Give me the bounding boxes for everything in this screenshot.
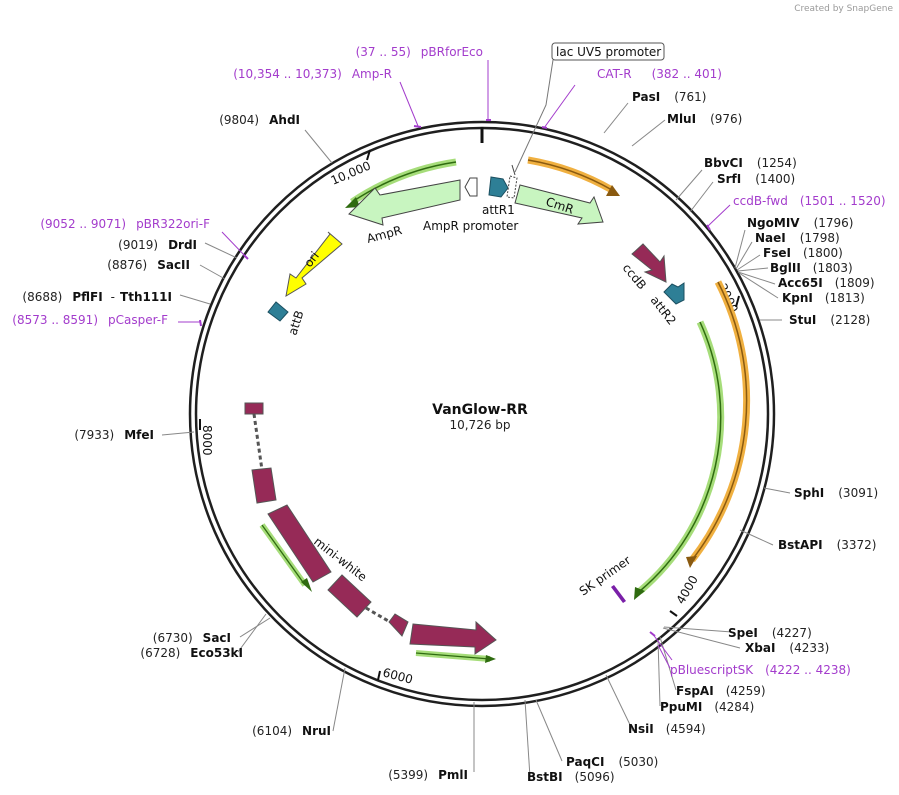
site-bstapi: BstAPI(3372) xyxy=(778,538,876,552)
site-lines xyxy=(161,102,791,778)
feature-attb: attB xyxy=(267,301,307,337)
feature-cmr: CmR xyxy=(514,184,604,225)
site-fsei: FseI(1800) xyxy=(763,246,843,260)
site-kpni: KpnI(1813) xyxy=(782,291,865,305)
site-acc65i: Acc65I(1809) xyxy=(778,276,875,290)
feature-label-lac-promoter: lac UV5 promoter xyxy=(556,45,661,59)
plasmid-name: VanGlow-RR xyxy=(432,402,528,418)
feature-ori: ori xyxy=(285,231,343,297)
primer-markers xyxy=(178,60,731,661)
feature-label-attb: attB xyxy=(286,309,307,337)
primer-pbr322ori-f: (9052 .. 9071)pBR322ori-F xyxy=(40,217,210,231)
tick-8000: 8000 xyxy=(199,419,214,456)
feature-ccdb: ccdB xyxy=(620,243,667,292)
feature-label-attr1: attR1 xyxy=(482,203,515,217)
snapgene-credit: Created by SnapGene xyxy=(794,4,893,14)
primer-labels: (37 .. 55)pBRforEco (10,354 .. 10,373)Am… xyxy=(12,45,885,677)
feature-ampr-promoter: AmpR promoter xyxy=(423,177,518,233)
site-sacii: (8876)SacII xyxy=(107,258,190,272)
feature-sk-primer: SK primer xyxy=(577,553,634,603)
feature-lac-promoter: lac UV5 promoter xyxy=(511,42,665,176)
site-bglii: BglII(1803) xyxy=(770,261,853,275)
feature-label-ampr-promoter: AmpR promoter xyxy=(423,219,518,233)
backbone xyxy=(188,120,776,708)
feature-label-sk-primer: SK primer xyxy=(577,553,634,598)
feature-attr1: attR1 xyxy=(482,175,518,217)
site-srfi: SrfI(1400) xyxy=(717,172,795,186)
site-spei: SpeI(4227) xyxy=(728,626,812,640)
primer-pcasper-f: (8573 .. 8591)pCasper-F xyxy=(12,313,168,327)
primer-amp-r: (10,354 .. 10,373)Amp-R xyxy=(233,67,392,81)
plasmid-size: 10,726 bp xyxy=(449,418,510,432)
site-drdi: (9019)DrdI xyxy=(118,238,197,252)
site-ppumi: PpuMI(4284) xyxy=(660,700,754,714)
site-labels: PasI(761) MluI(976) BbvCI(1254) SrfI(140… xyxy=(22,90,878,784)
site-pflfi-tth111i: (8688)PflFI-Tth111I xyxy=(22,290,172,304)
site-xbai: XbaI(4233) xyxy=(745,641,829,655)
feature-label-ampr: AmpR xyxy=(365,223,403,246)
site-bstbi: BstBI(5096) xyxy=(527,770,615,784)
tick-4000: 4000 xyxy=(669,573,701,617)
site-sphi: SphI(3091) xyxy=(794,486,878,500)
site-mlui: MluI(976) xyxy=(667,112,742,126)
site-ngomiv: NgoMIV(1796) xyxy=(747,216,853,230)
primer-pbluescriptsk: pBluescriptSK(4222 .. 4238) xyxy=(670,663,851,677)
site-fspai: FspAI(4259) xyxy=(676,684,766,698)
site-paqci: PaqCI(5030) xyxy=(566,755,658,769)
site-nsii: NsiI(4594) xyxy=(628,722,706,736)
site-ahdi: (9804)AhdI xyxy=(219,113,300,127)
site-pmli: (5399)PmlI xyxy=(388,768,468,782)
feature-label-ccdb: ccdB xyxy=(620,261,649,292)
site-bbvci: BbvCI(1254) xyxy=(704,156,797,170)
orf-ampr xyxy=(345,158,457,208)
site-pasi: PasI(761) xyxy=(632,90,706,104)
orf-right xyxy=(634,280,751,600)
site-eco53ki: (6728)Eco53kI xyxy=(140,646,243,660)
orf-mini-white xyxy=(259,523,496,663)
primer-pbrforeco: (37 .. 55)pBRforEco xyxy=(356,45,483,59)
primer-cat-r: CAT-R(382 .. 401) xyxy=(597,67,722,81)
site-stui: StuI(2128) xyxy=(789,313,870,327)
tick-label-8000: 8000 xyxy=(200,425,214,456)
site-saci: (6730)SacI xyxy=(153,631,231,645)
primer-pbluescriptsk-leader xyxy=(657,644,671,669)
site-nrui: (6104)NruI xyxy=(252,724,331,738)
site-mfei: (7933)MfeI xyxy=(74,428,154,442)
primer-ccdb-fwd: ccdB-fwd(1501 .. 1520) xyxy=(733,194,886,208)
site-naei: NaeI(1798) xyxy=(755,231,840,245)
orf-cmr-outer xyxy=(527,156,620,196)
feature-mini-white: mini-white xyxy=(244,402,497,655)
feature-attr2: attR2 xyxy=(648,282,685,328)
